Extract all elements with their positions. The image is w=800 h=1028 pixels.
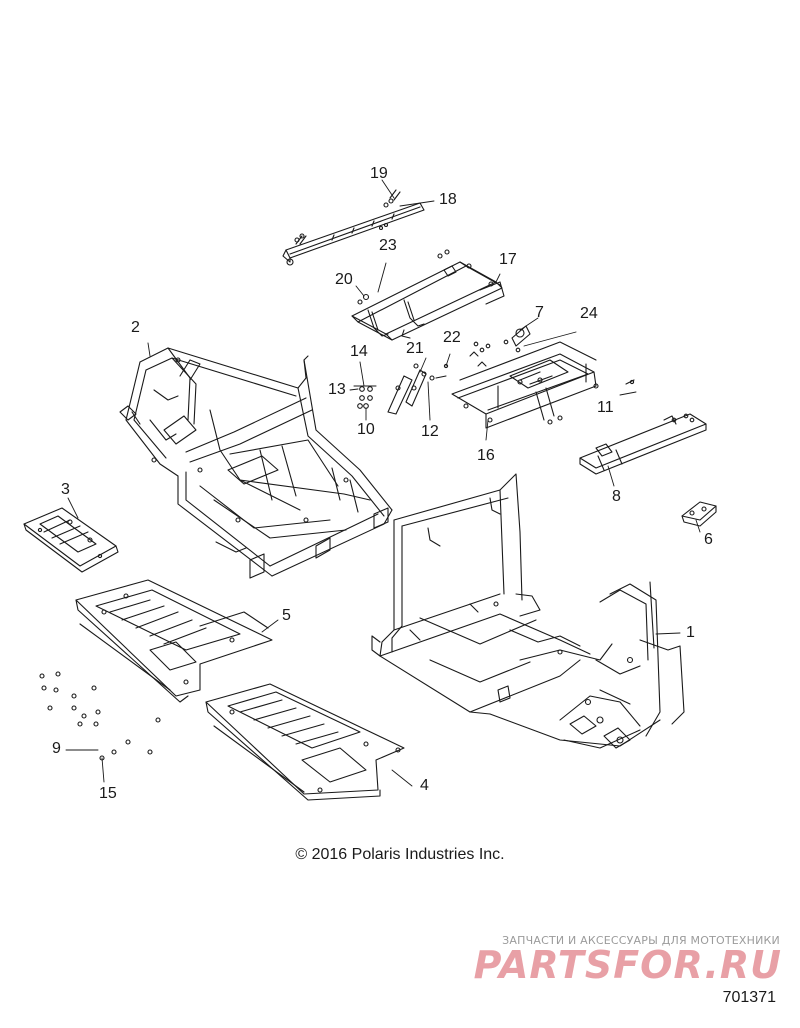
diagram-number: 701371 [722, 989, 776, 1006]
svg-text:PARTSFOR.RU: PARTSFOR.RU [474, 943, 782, 987]
callout-11: 11 [597, 399, 614, 416]
callout-21: 21 [406, 340, 424, 357]
part-16-seat-frame [451, 325, 599, 429]
callout-12: 12 [421, 423, 439, 440]
part-3-front-skid [23, 507, 119, 573]
fastener-cluster [353, 363, 449, 415]
part-4-skid-plate [205, 683, 405, 801]
callout-3: 3 [61, 481, 70, 498]
callout-5: 5 [282, 607, 291, 624]
callout-19: 19 [370, 165, 388, 182]
part-6-bracket [681, 501, 717, 527]
watermark-tagline: ЗАПЧАСТИ И АКСЕССУАРЫ ДЛЯ МОТОТЕХНИКИ [502, 934, 780, 947]
callout-16: 16 [477, 447, 495, 464]
part-18-crossbar [282, 189, 425, 266]
callout-18: 18 [439, 191, 457, 208]
leader-lines [65, 179, 701, 787]
callout-14: 14 [350, 343, 368, 360]
callout-15: 15 [99, 785, 117, 802]
callout-10: 10 [357, 421, 375, 438]
callout-8: 8 [612, 488, 621, 505]
callout-6: 6 [704, 531, 713, 548]
callout-23: 23 [379, 237, 397, 254]
callout-1: 1 [686, 624, 695, 641]
part-8-rear-frame [579, 413, 707, 475]
callout-4: 4 [420, 777, 429, 794]
part-1-rear-frame [371, 473, 685, 749]
watermark-logo-graphic: PARTSFOR.RU [474, 943, 782, 987]
part-5-skid-plate [75, 579, 273, 703]
callout-7: 7 [535, 304, 544, 321]
callout-20: 20 [335, 271, 353, 288]
callout-2: 2 [131, 319, 140, 336]
callout-17: 17 [499, 251, 517, 268]
callout-9: 9 [52, 740, 61, 757]
callout-24: 24 [580, 305, 598, 322]
callout-13: 13 [328, 381, 346, 398]
part-23-rack-frame [351, 249, 505, 341]
part-11-fastener [625, 379, 635, 385]
copyright-notice: © 2016 Polaris Industries Inc. [295, 846, 505, 863]
callout-22: 22 [443, 329, 461, 346]
part-2-main-frame [119, 347, 393, 579]
